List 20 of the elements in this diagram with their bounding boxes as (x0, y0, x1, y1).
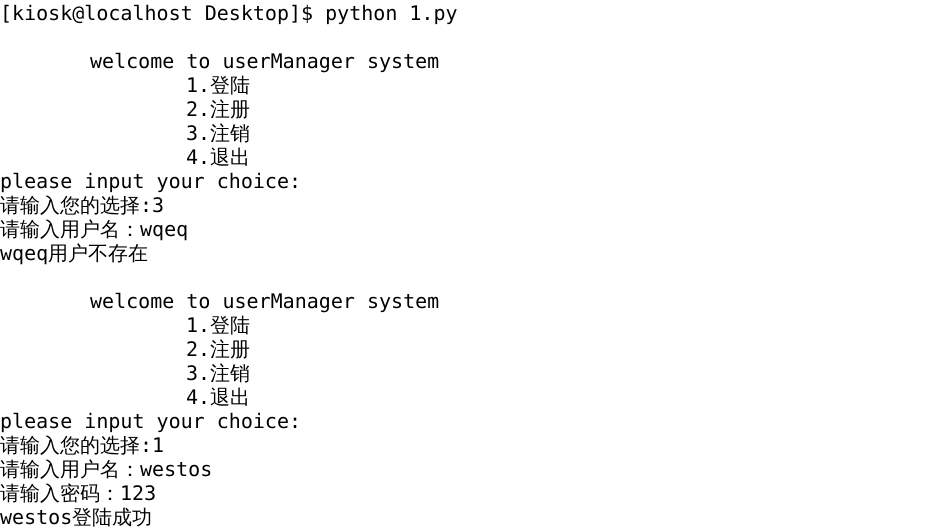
terminal-line: 2.注册 (186, 97, 250, 121)
terminal-line: 4.退出 (186, 385, 250, 409)
terminal-line: 请输入密码：123 (0, 481, 156, 505)
terminal-line: 4.退出 (186, 145, 250, 169)
terminal-line: 请输入用户名：wqeq (0, 217, 188, 241)
terminal-line: please input your choice: (0, 169, 302, 193)
terminal-line: 1.登陆 (186, 313, 250, 337)
terminal-line: 1.登陆 (186, 73, 250, 97)
terminal-line: westos登陆成功 (0, 505, 152, 527)
terminal-line: welcome to userManager system (90, 49, 440, 73)
terminal-line: 2.注册 (186, 337, 250, 361)
terminal-line: 请输入用户名：westos (0, 457, 212, 481)
terminal-line: wqeq用户不存在 (0, 241, 148, 265)
terminal-line: 3.注销 (186, 121, 250, 145)
terminal-line: please input your choice: (0, 409, 302, 433)
terminal-line: 3.注销 (186, 361, 250, 385)
terminal-line: 请输入您的选择:3 (0, 193, 164, 217)
terminal-line: welcome to userManager system (90, 289, 440, 313)
terminal-line: 请输入您的选择:1 (0, 433, 164, 457)
terminal-line: [kiosk@localhost Desktop]$ python 1.py (0, 1, 458, 25)
